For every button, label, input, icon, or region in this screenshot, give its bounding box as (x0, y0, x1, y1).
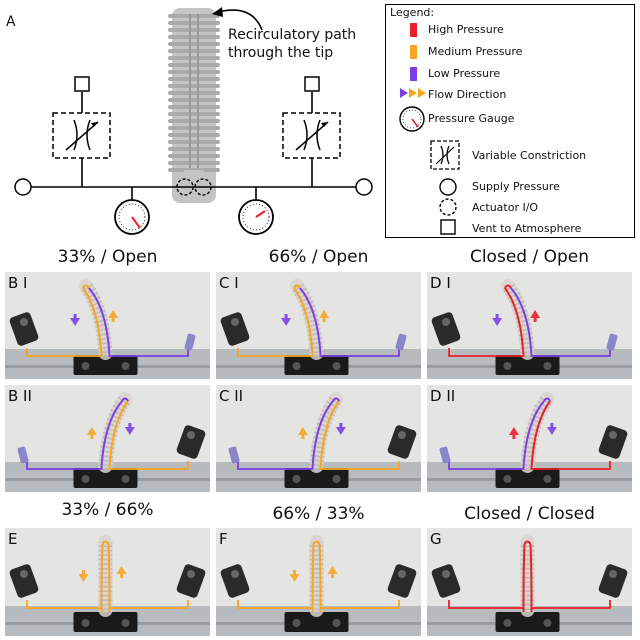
supply-pressure-right (355, 178, 373, 196)
panel-g-photo (427, 528, 632, 636)
actuator-io-right (194, 178, 212, 196)
panel-f-label: F (219, 530, 228, 548)
column-title-5: 66% / 33% (272, 504, 365, 524)
panel-d-ii: D II (427, 385, 632, 492)
tip-note-line1: Recirculatory path (228, 27, 357, 43)
panel-c-ii-photo (216, 385, 421, 492)
supply-circle-icon (439, 178, 457, 196)
panel-g: G (427, 528, 632, 636)
column-title-6: Closed / Closed (464, 504, 595, 524)
legend-label-low: Low Pressure (428, 67, 501, 80)
legend-label-flow: Flow Direction (428, 88, 507, 101)
purple-bar-icon (410, 67, 417, 81)
panel-f-photo (216, 528, 421, 636)
orange-bar-icon (410, 45, 417, 59)
panel-d-i-photo (427, 272, 632, 379)
panel-d-ii-label: D II (430, 387, 456, 405)
tip-note-line2: through the tip (228, 45, 334, 61)
panel-letter-a: A (6, 14, 16, 30)
pressure-gauge-left (114, 199, 150, 235)
actuator-io-icon (439, 198, 457, 216)
tip-note: Recirculatory path through the tip (228, 26, 356, 62)
gauge-icon (399, 106, 425, 132)
legend-label-vent: Vent to Atmosphere (472, 222, 582, 235)
legend-label-io: Actuator I/O (472, 201, 539, 214)
panel-d-ii-photo (427, 385, 632, 492)
panel-e-photo (5, 528, 210, 636)
panel-b-ii: B II (5, 385, 210, 492)
vent-right (304, 76, 320, 92)
legend: Legend: High Pressure Medium Pressure Lo… (385, 4, 635, 238)
legend-label-constriction: Variable Constriction (472, 149, 587, 162)
constriction-icon (430, 140, 460, 170)
panel-g-label: G (430, 530, 442, 548)
legend-label-medium: Medium Pressure (428, 45, 523, 58)
supply-pressure-left (14, 178, 32, 196)
panel-c-ii-label: C II (219, 387, 244, 405)
panel-b-i-label: B I (8, 274, 28, 292)
panel-b-i-photo (5, 272, 210, 379)
legend-label-gauge: Pressure Gauge (428, 112, 515, 125)
column-title-3: Closed / Open (469, 247, 590, 267)
legend-label-supply: Supply Pressure (472, 180, 560, 193)
column-title-1: 33% / Open (57, 247, 158, 267)
panel-e-label: E (8, 530, 18, 548)
panel-b-ii-photo (5, 385, 210, 492)
panel-c-ii: C II (216, 385, 421, 492)
pressure-gauge-right (238, 199, 274, 235)
column-title-2: 66% / Open (268, 247, 369, 267)
panel-c-i-label: C I (219, 274, 239, 292)
vent-left (74, 76, 90, 92)
panel-d-i: D I (427, 272, 632, 379)
panel-f: F (216, 528, 421, 636)
column-title-4: 33% / 66% (61, 500, 154, 520)
panel-d-i-label: D I (430, 274, 451, 292)
vent-square-icon (440, 219, 456, 235)
actuator-tip (168, 8, 220, 203)
panel-e: E (5, 528, 210, 636)
actuator-io-left (176, 178, 194, 196)
legend-label-high: High Pressure (428, 23, 504, 36)
legend-title: Legend: (390, 6, 435, 19)
flow-arrows-icon (400, 88, 426, 98)
schematic (14, 7, 373, 235)
panel-b-ii-label: B II (8, 387, 32, 405)
panel-b-i: B I (5, 272, 210, 379)
tip-arrow (217, 9, 263, 31)
panel-c-i-photo (216, 272, 421, 379)
panel-c-i: C I (216, 272, 421, 379)
red-bar-icon (410, 23, 417, 37)
